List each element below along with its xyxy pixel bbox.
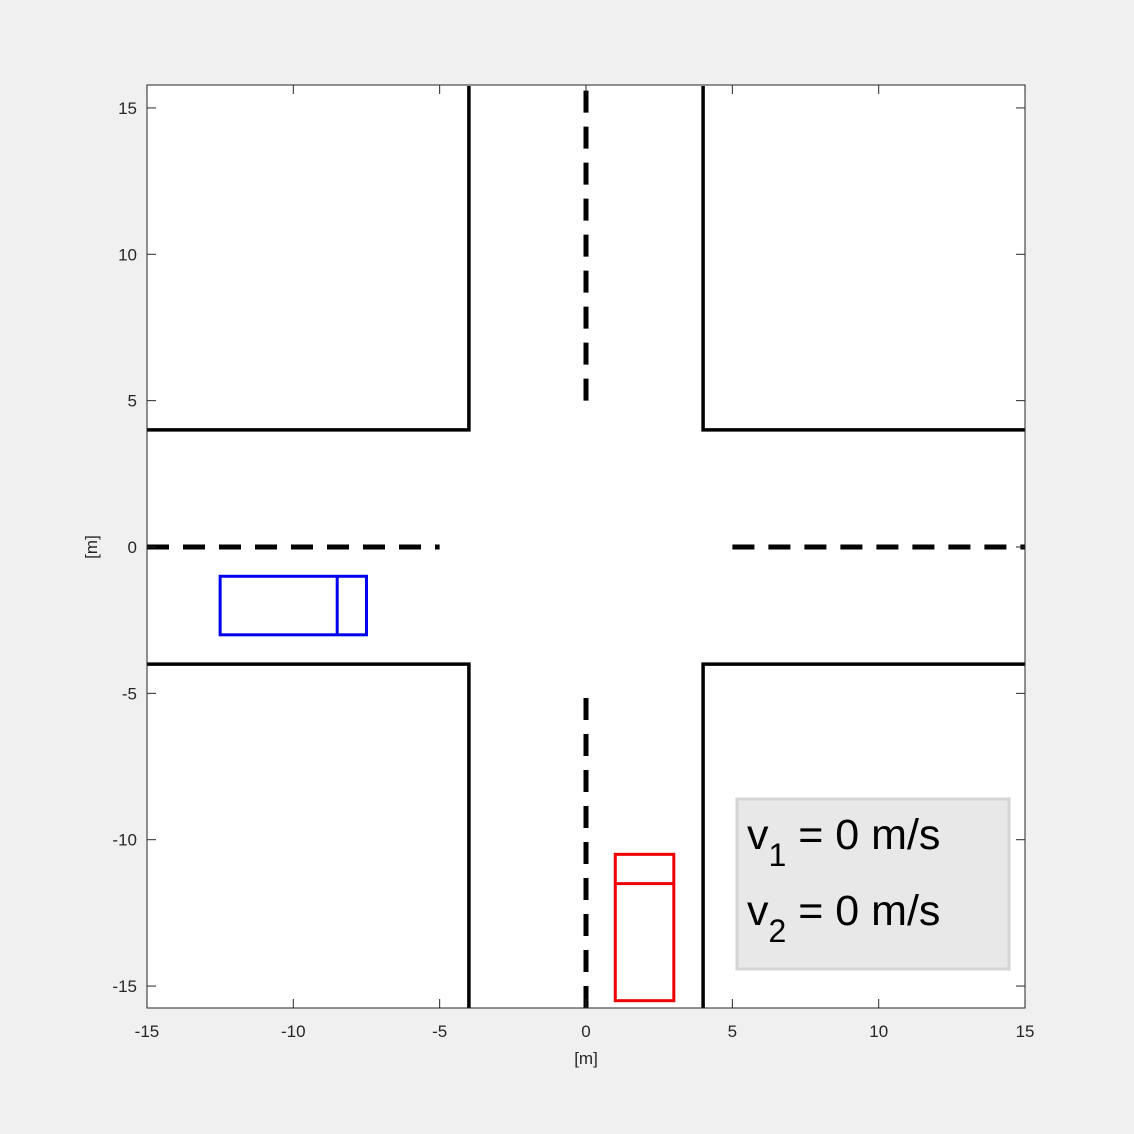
y-axis-label: [m] <box>82 535 101 559</box>
x-tick-label: -5 <box>432 1022 447 1041</box>
y-tick-label: -10 <box>112 831 137 850</box>
road-layer <box>147 86 1025 1008</box>
y-tick-label: -5 <box>122 684 137 703</box>
legend-entry-2: v2 = 0 m/s <box>747 887 940 949</box>
legend-value: = 0 m/s <box>786 811 940 859</box>
x-tick-label: 0 <box>581 1022 590 1041</box>
legend-value: = 0 m/s <box>786 887 940 935</box>
y-tick-label: 10 <box>118 245 137 264</box>
edge-top-right <box>701 86 1025 432</box>
x-tick-label: -10 <box>281 1022 306 1041</box>
legend-entry-1: v1 = 0 m/s <box>747 811 940 873</box>
y-tick-label: 5 <box>128 392 137 411</box>
vehicle-2-body <box>613 852 676 1003</box>
legend-symbol: v <box>747 887 769 935</box>
vehicle-layer <box>218 574 676 1003</box>
legend-box <box>735 797 1011 971</box>
edge-bottom-left <box>147 662 471 1008</box>
x-tick-label: 15 <box>1016 1022 1035 1041</box>
edge-bottom-right <box>701 662 1025 1008</box>
legend-symbol: v <box>747 811 769 859</box>
speed-legend: v1 = 0 m/sv2 = 0 m/s <box>735 797 1011 971</box>
x-tick-label: 10 <box>869 1022 888 1041</box>
legend-subscript: 2 <box>769 913 787 949</box>
y-tick-label: -15 <box>112 977 137 996</box>
y-tick-label: 0 <box>128 538 137 557</box>
x-tick-label: -15 <box>135 1022 160 1041</box>
x-tick-label: 5 <box>728 1022 737 1041</box>
vehicle-1 <box>218 574 368 637</box>
edge-top-left <box>147 86 471 432</box>
legend-subscript: 1 <box>769 837 787 873</box>
y-tick-label: 15 <box>118 99 137 118</box>
x-axis-label: [m] <box>574 1049 598 1068</box>
vehicle-1-body <box>218 574 368 637</box>
tick-layer: -15 -10 -5 0 5 10 15 -15 -10 -5 0 5 10 15 <box>112 85 1035 1041</box>
vehicle-2 <box>613 852 676 1003</box>
